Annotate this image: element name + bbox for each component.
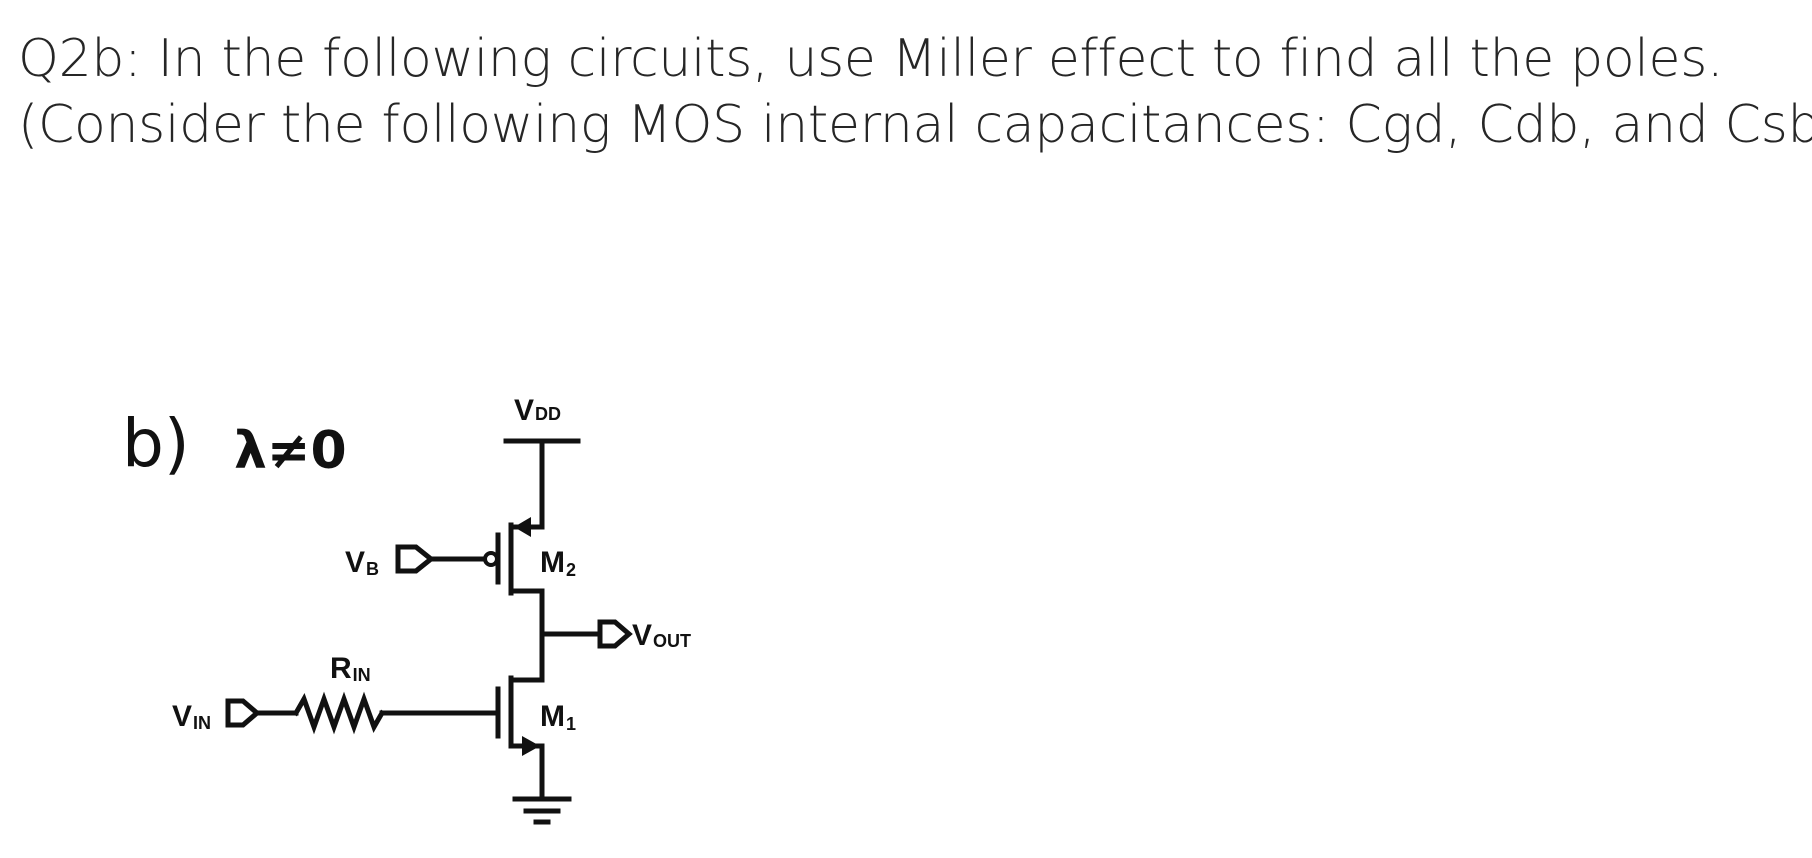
lambda-condition: λ≠0 [234,421,347,481]
m2-source-arrow [514,517,531,537]
vdd-label: VDD [514,394,561,427]
vout-port [597,619,633,649]
vout-label: VOUT [632,619,691,652]
question-text: Q2b: In the following circuits, use Mill… [18,26,1812,158]
question-line-2: (Consider the following MOS internal cap… [18,95,1812,155]
vin-port [225,698,261,728]
vin-label: VIN [172,700,211,733]
m1-label: M1 [540,700,576,734]
m2-label: M2 [540,546,576,580]
m1-source-arrow [522,736,540,756]
vb-port [395,544,436,574]
vb-label: VB [345,546,379,579]
part-label: b) [122,405,190,482]
question-line-1: Q2b: In the following circuits, use Mill… [18,29,1724,89]
rin-label: RIN [330,652,371,685]
m2-gate-bubble [483,551,499,567]
rin-resistor [292,691,386,735]
